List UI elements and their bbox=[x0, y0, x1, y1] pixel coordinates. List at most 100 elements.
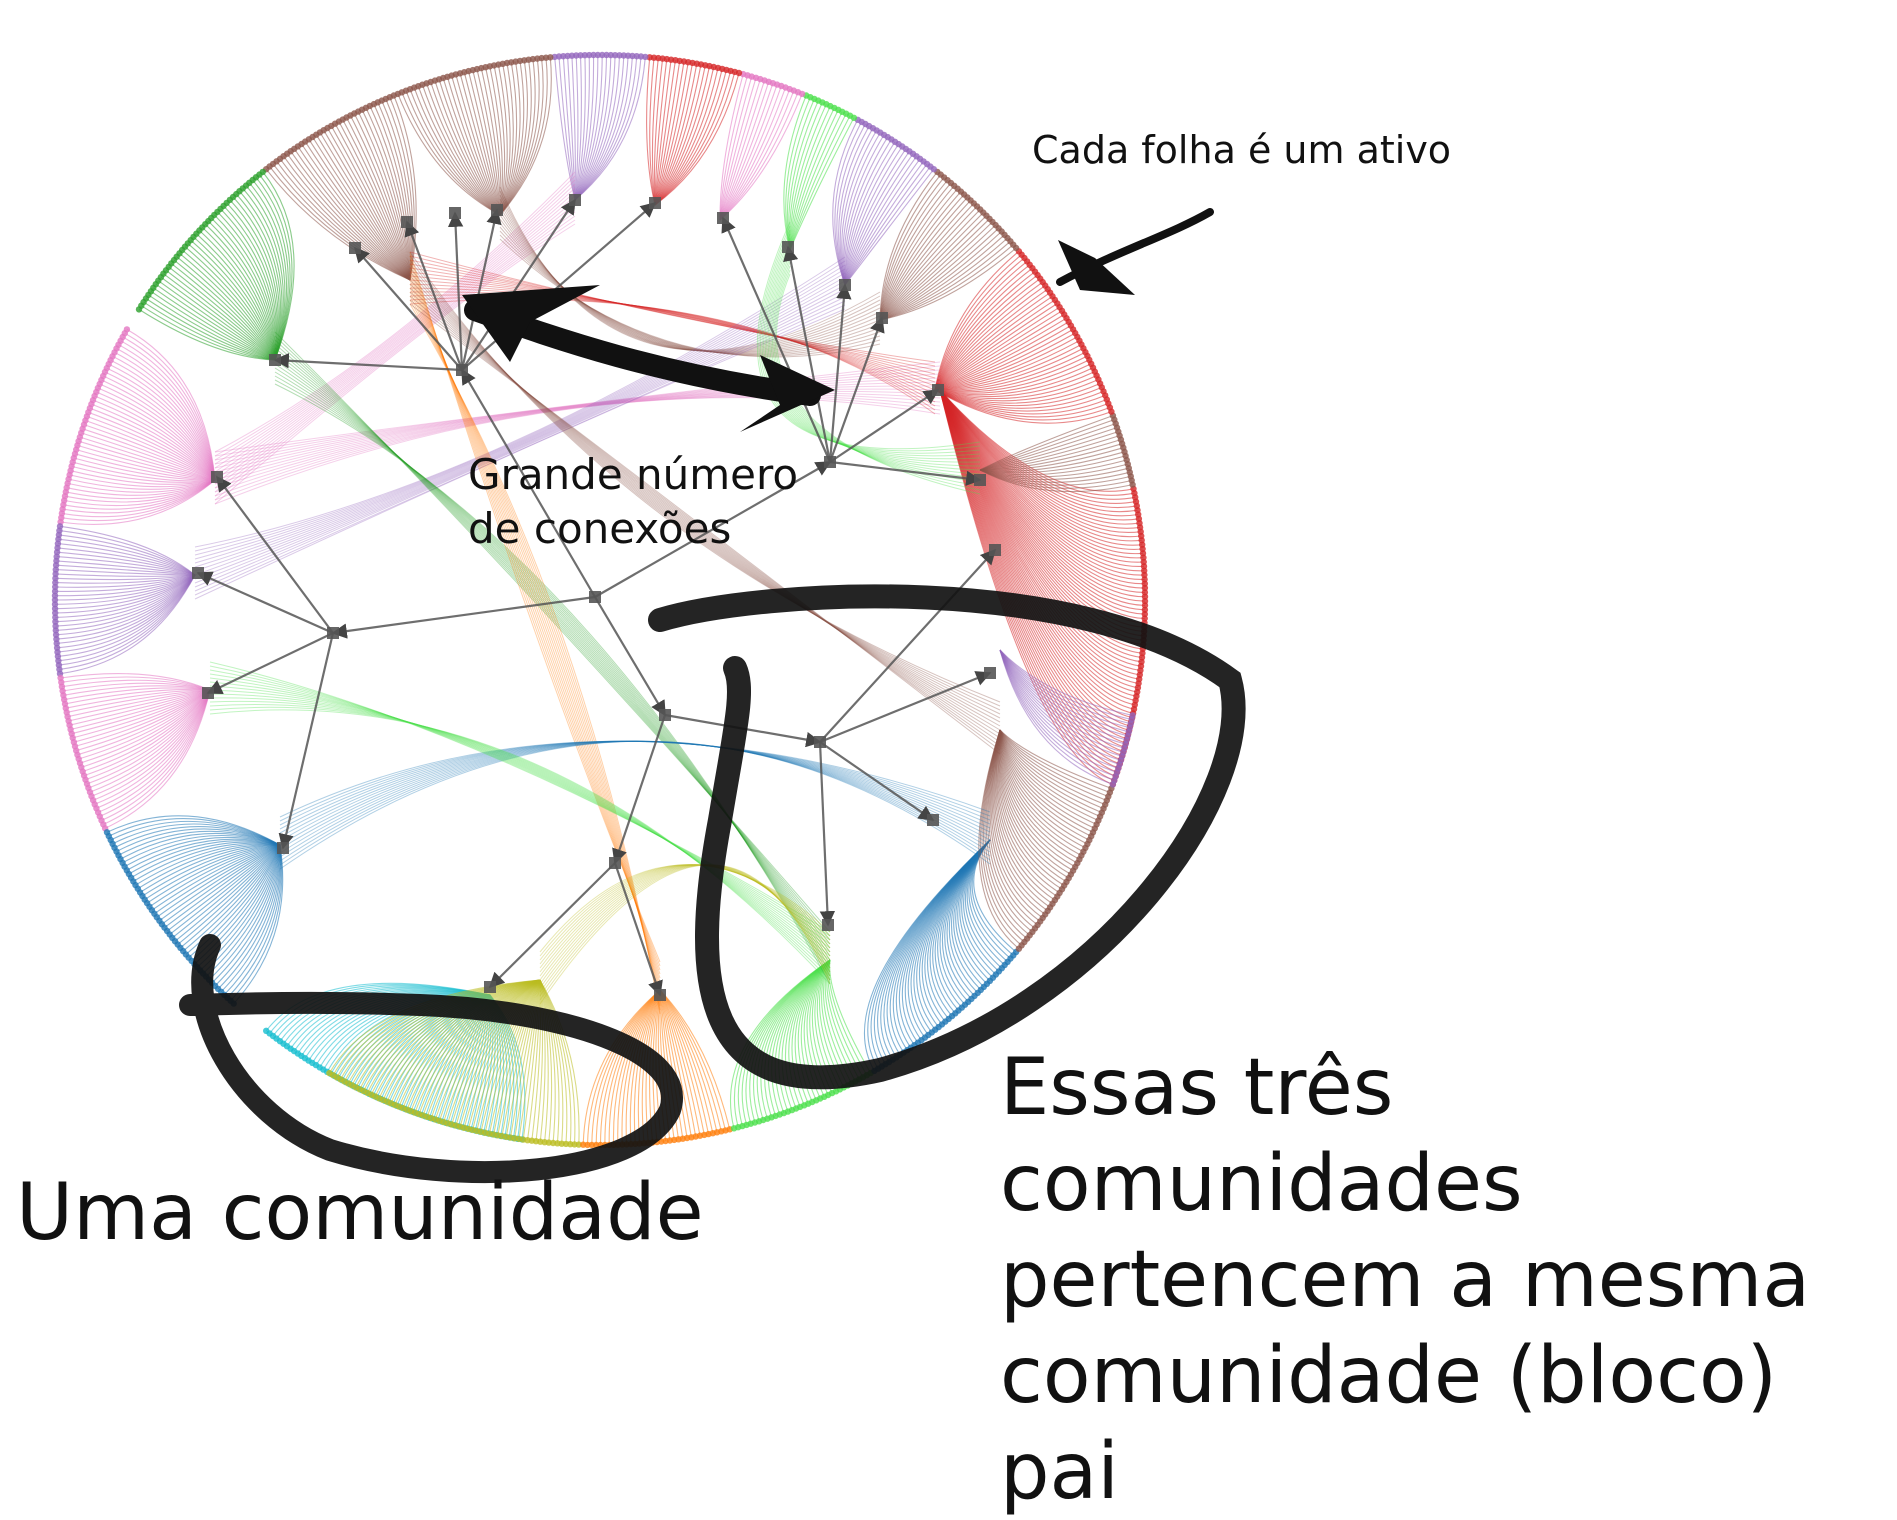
leaf-node bbox=[1129, 712, 1136, 719]
edge-bundle bbox=[499, 218, 881, 354]
edge bbox=[208, 844, 281, 981]
edge-bundle bbox=[409, 251, 661, 963]
edge bbox=[455, 979, 541, 1126]
edge-bundle bbox=[409, 283, 1001, 735]
edge-bundle bbox=[409, 283, 661, 995]
edge bbox=[654, 60, 676, 206]
edge-bundle bbox=[409, 275, 661, 987]
edge bbox=[92, 689, 211, 801]
edge-bundle bbox=[499, 210, 881, 353]
edge bbox=[60, 673, 211, 691]
edge-bundle bbox=[194, 308, 846, 600]
edge bbox=[973, 839, 1017, 953]
edge bbox=[651, 58, 659, 206]
edge-bundle bbox=[209, 681, 831, 953]
edge bbox=[150, 290, 276, 361]
community-ellipse bbox=[179, 934, 683, 1184]
edge bbox=[230, 844, 283, 1002]
edge-bundle bbox=[214, 187, 576, 469]
edge bbox=[55, 574, 196, 623]
edge bbox=[373, 103, 411, 281]
edge bbox=[934, 386, 1103, 407]
edge-bundle bbox=[274, 339, 831, 941]
edge bbox=[934, 310, 1063, 391]
edge bbox=[604, 989, 661, 1146]
edge bbox=[73, 457, 216, 481]
edge bbox=[304, 141, 411, 281]
edge bbox=[879, 174, 942, 321]
edge bbox=[934, 250, 1020, 391]
edge bbox=[789, 109, 839, 251]
tree-link bbox=[273, 353, 463, 372]
edge bbox=[166, 844, 281, 932]
edge bbox=[562, 56, 576, 201]
edge bbox=[56, 574, 196, 644]
edge bbox=[438, 979, 541, 1121]
edge bbox=[61, 676, 211, 691]
edge bbox=[171, 844, 281, 939]
tree-link bbox=[353, 246, 463, 371]
edge bbox=[979, 451, 1125, 472]
edge bbox=[72, 461, 216, 482]
edge bbox=[828, 959, 868, 1076]
edge bbox=[574, 55, 616, 201]
edge bbox=[361, 109, 411, 281]
edge bbox=[451, 75, 501, 216]
edge bbox=[92, 399, 216, 481]
edge bbox=[879, 191, 962, 321]
edge bbox=[459, 73, 501, 216]
edge bbox=[879, 237, 1008, 321]
edge bbox=[78, 440, 216, 481]
edge bbox=[979, 469, 1131, 486]
edge bbox=[539, 979, 568, 1144]
edge bbox=[385, 98, 414, 281]
edge bbox=[595, 989, 661, 1146]
edge-bundle bbox=[194, 260, 846, 552]
edge bbox=[934, 321, 1069, 391]
tree-link bbox=[594, 596, 666, 717]
edge-bundles bbox=[54, 54, 1146, 1146]
edge bbox=[934, 340, 1080, 391]
edge bbox=[934, 260, 1028, 391]
edge bbox=[68, 478, 216, 490]
edge-bundle bbox=[274, 331, 831, 933]
edge bbox=[414, 979, 541, 1113]
edge bbox=[57, 574, 196, 653]
edge-bundle bbox=[774, 269, 981, 491]
edge-bundle bbox=[214, 377, 941, 469]
edge bbox=[56, 574, 196, 640]
edge-bundle bbox=[209, 673, 831, 945]
edge bbox=[934, 278, 1041, 391]
edge-bundle bbox=[539, 864, 831, 985]
edge bbox=[226, 844, 282, 999]
edge bbox=[369, 105, 411, 281]
edge bbox=[934, 325, 1072, 391]
edge bbox=[499, 59, 536, 216]
edge-bundle bbox=[539, 864, 831, 997]
edge bbox=[164, 844, 281, 929]
edge bbox=[979, 427, 1118, 471]
edge bbox=[60, 479, 216, 525]
edge bbox=[654, 60, 681, 206]
edge bbox=[934, 382, 1101, 404]
edge-bundle bbox=[539, 864, 831, 993]
edge bbox=[77, 689, 211, 756]
edge bbox=[999, 649, 1132, 721]
edge-bundle bbox=[279, 740, 991, 826]
edge bbox=[180, 844, 281, 949]
edge bbox=[146, 844, 281, 904]
edge bbox=[148, 294, 276, 361]
edge bbox=[463, 72, 501, 216]
edge bbox=[138, 308, 276, 361]
edge bbox=[346, 117, 411, 281]
edge bbox=[389, 96, 415, 281]
edge bbox=[66, 689, 211, 713]
edge bbox=[69, 689, 211, 726]
edge bbox=[398, 979, 541, 1107]
edge bbox=[69, 474, 216, 488]
edge bbox=[497, 979, 541, 1136]
edge bbox=[128, 840, 281, 875]
edge bbox=[879, 182, 952, 321]
edge bbox=[979, 469, 1132, 489]
edge-bundle bbox=[409, 255, 661, 967]
